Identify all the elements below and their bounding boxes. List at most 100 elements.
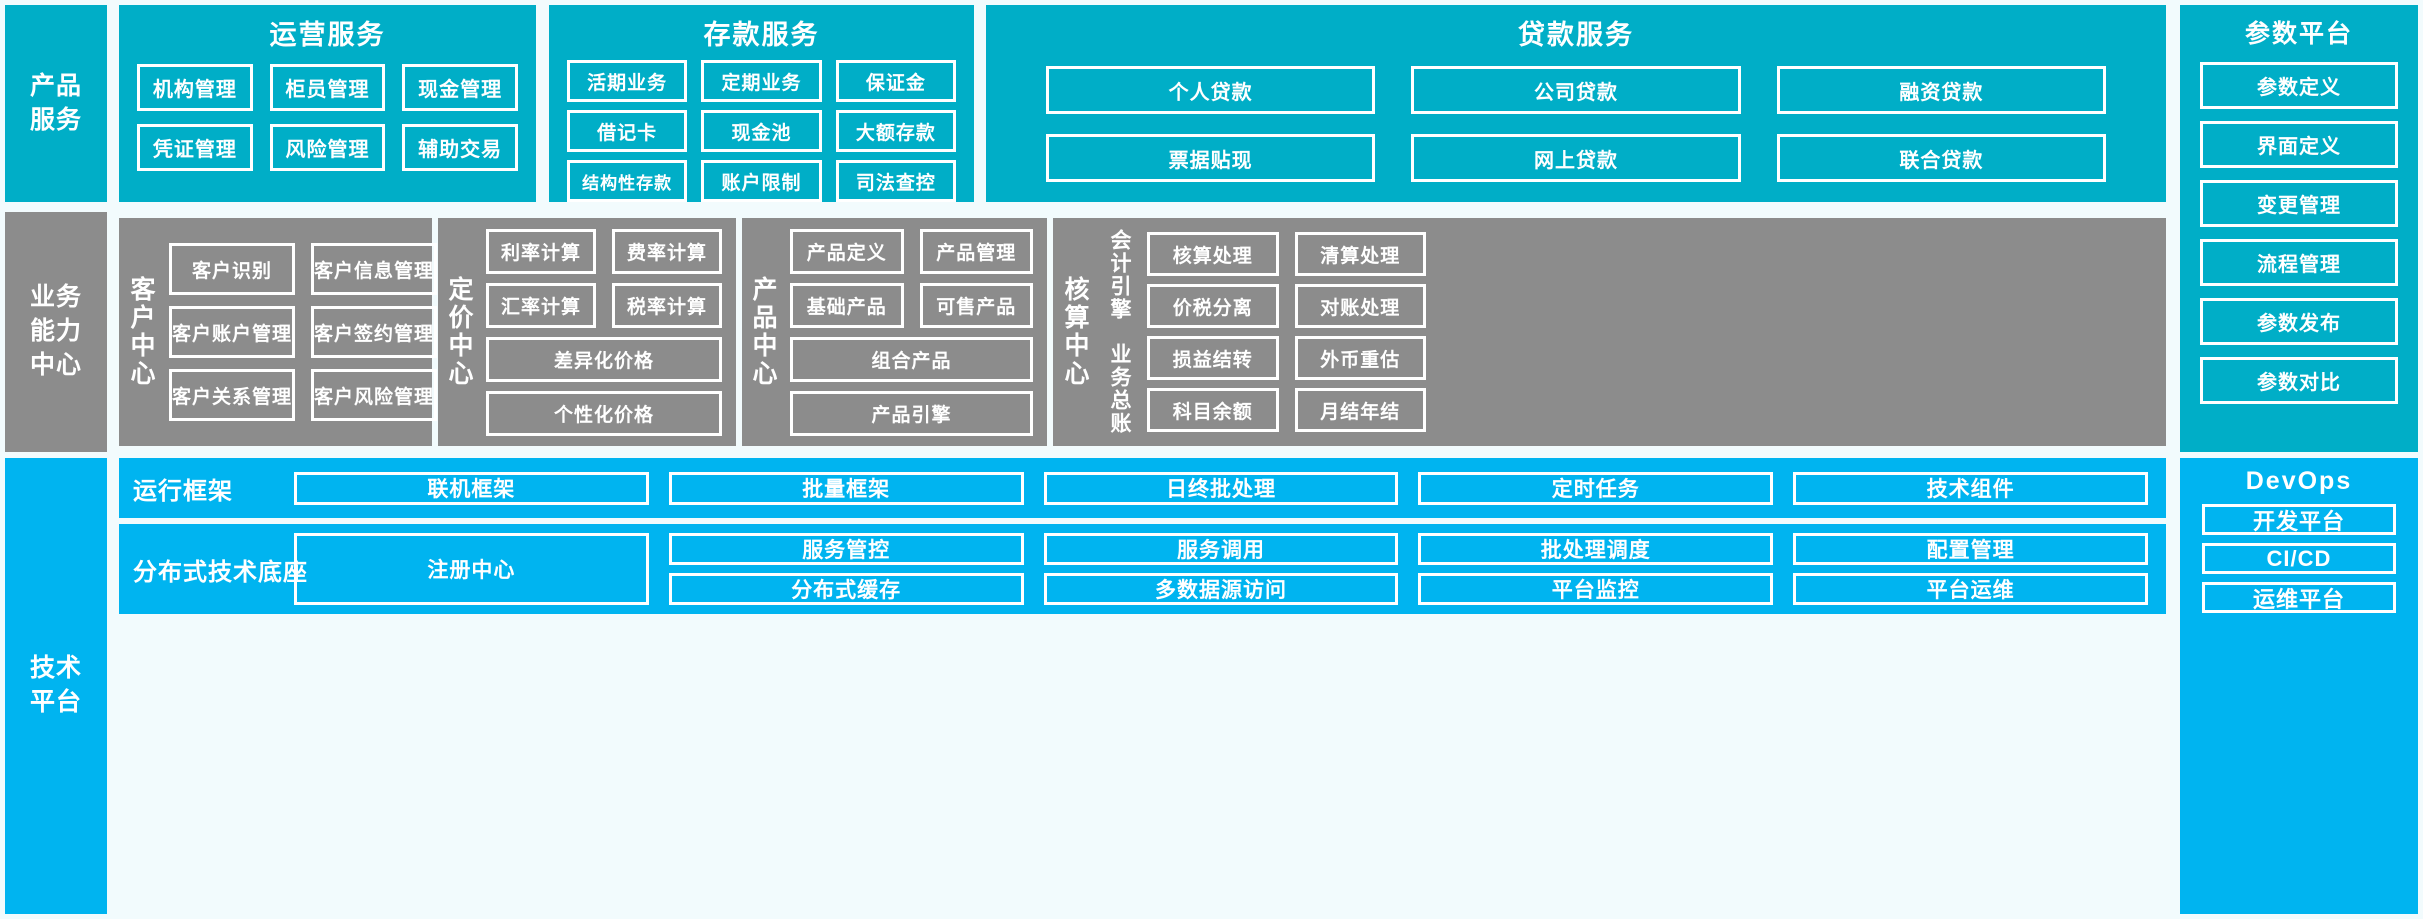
service-tile[interactable]: 司法查控 [835,160,956,202]
tech-tile[interactable]: 服务调用 [1043,533,1399,565]
layer-label-business-capability: 业务 能力 中心 [5,212,107,452]
capability-tile[interactable]: 基础产品 [790,282,904,328]
layer-label-technical-platform: 技术 平台 [5,458,107,914]
tech-tile[interactable]: 日终批处理 [1043,471,1399,505]
tech-row-runtime-framework: 运行框架 联机框架 批量框架 日终批处理 定时任务 技术组件 [119,458,2166,518]
service-tile[interactable]: 凭证管理 [137,124,253,171]
capability-tile[interactable]: 核算处理 [1147,232,1279,276]
tech-tile[interactable]: 平台运维 [1793,573,2148,605]
capability-tile[interactable]: 客户识别 [169,243,296,295]
service-tile[interactable]: 保证金 [835,60,956,102]
tech-row-distributed-base: 分布式技术底座 注册中心 服务管控 分布式缓存 服务调用 多数据源访问 批处理调… [119,524,2166,614]
capability-tile[interactable]: 可售产品 [919,282,1033,328]
service-group-loan: 贷款服务 个人贷款 公司贷款 融资贷款 票据贴现 网上贷款 联合贷款 [986,5,2166,202]
devops-tile[interactable]: 开发平台 [2202,504,2396,535]
service-tile[interactable]: 结构性存款 [567,160,688,202]
parameter-platform-panel: 参数平台 参数定义 界面定义 变更管理 流程管理 参数发布 参数对比 [2180,5,2418,452]
capability-tile[interactable]: 客户风险管理 [311,369,438,421]
layer-label-line-1: 业务 [29,283,82,312]
service-tile[interactable]: 大额存款 [835,110,956,152]
capability-tile[interactable]: 科目余额 [1147,388,1279,432]
capability-tile[interactable]: 客户关系管理 [169,369,296,421]
capability-tile[interactable]: 客户账户管理 [169,306,296,358]
service-tile[interactable]: 活期业务 [567,60,688,102]
parameter-platform-tile[interactable]: 参数对比 [2200,357,2398,404]
tech-tile[interactable]: 联机框架 [294,471,649,505]
capability-tile[interactable]: 月结年结 [1294,388,1426,432]
tech-row-label: 运行框架 [133,477,233,505]
tech-row-label: 分布式技术底座 [133,558,308,586]
service-tile[interactable]: 现金管理 [402,64,518,111]
tech-tile[interactable]: 批处理调度 [1418,533,1774,565]
layer-label-line-1: 技术 [29,654,82,683]
capability-center-customer: 客户中心 客户识别 客户信息管理 客户账户管理 客户签约管理 客户关系管理 客户… [119,218,438,446]
service-tile[interactable]: 个人贷款 [1046,66,1376,114]
capability-tile[interactable]: 差异化价格 [486,336,722,382]
tech-tile[interactable]: 批量框架 [668,471,1024,505]
devops-tile[interactable]: 运维平台 [2202,582,2396,613]
service-tile[interactable]: 借记卡 [567,110,688,152]
capability-tile[interactable]: 价税分离 [1147,284,1279,328]
capability-tile[interactable]: 对账处理 [1294,284,1426,328]
capability-tile[interactable]: 清算处理 [1294,232,1426,276]
capability-tile[interactable]: 税率计算 [612,282,722,328]
service-tile[interactable]: 账户限制 [701,160,822,202]
devops-title: DevOps [2245,467,2353,495]
capability-center-name: 定价中心 [445,276,473,388]
capability-center-name: 客户中心 [127,276,155,388]
service-tile[interactable]: 联合贷款 [1776,134,2106,182]
accounting-subgroup-label: 会计引擎 [1108,229,1131,321]
tech-tile[interactable]: 定时任务 [1418,471,1774,505]
tech-tile[interactable]: 分布式缓存 [668,573,1024,605]
capability-tile[interactable]: 费率计算 [612,228,722,274]
tech-tile[interactable]: 注册中心 [294,533,649,605]
capability-center-accounting: 核算中心 会计引擎 业务总账 核算处理 清算处理 价税分离 对账处理 损益结转 … [1053,218,2166,446]
capability-tile[interactable]: 汇率计算 [486,282,596,328]
service-tile[interactable]: 公司贷款 [1411,66,1741,114]
capability-tile[interactable]: 外币重估 [1294,336,1426,380]
capability-tile[interactable]: 利率计算 [486,228,596,274]
service-tile[interactable]: 定期业务 [701,60,822,102]
tech-tile[interactable]: 配置管理 [1793,533,2148,565]
parameter-platform-tile[interactable]: 变更管理 [2200,180,2398,227]
capability-tile[interactable]: 个性化价格 [486,390,722,436]
capability-tile[interactable]: 客户信息管理 [311,243,438,295]
service-tile[interactable]: 票据贴现 [1046,134,1376,182]
service-tile[interactable]: 现金池 [701,110,822,152]
service-tile[interactable]: 柜员管理 [269,64,386,111]
parameter-platform-tile[interactable]: 流程管理 [2200,239,2398,286]
accounting-subgroup-label: 业务总账 [1108,343,1131,435]
layer-label-product-service: 产品 服务 [5,5,107,202]
tech-tile[interactable]: 技术组件 [1793,471,2148,505]
capability-tile[interactable]: 产品管理 [919,228,1033,274]
layer-label-line-2: 平台 [29,688,82,716]
tech-tile[interactable]: 服务管控 [668,533,1024,565]
layer-label-line-3: 中心 [29,350,82,379]
capability-tile[interactable]: 组合产品 [790,336,1033,382]
service-tile[interactable]: 融资贷款 [1776,66,2106,114]
layer-label-line-2: 服务 [29,105,82,134]
parameter-platform-tile[interactable]: 参数发布 [2200,298,2398,345]
service-group-title: 运营服务 [269,20,386,50]
devops-panel: DevOps 开发平台 CI/CD 运维平台 [2180,458,2418,914]
service-tile[interactable]: 辅助交易 [402,124,518,171]
tech-tile[interactable]: 平台监控 [1418,573,1774,605]
capability-tile[interactable]: 客户签约管理 [311,306,438,358]
capability-tile[interactable]: 损益结转 [1147,336,1279,380]
tech-tile[interactable]: 多数据源访问 [1043,573,1399,605]
service-group-title: 存款服务 [703,20,820,50]
devops-tile[interactable]: CI/CD [2202,543,2396,574]
layer-label-line-1: 产品 [29,71,82,100]
capability-center-name: 核算中心 [1061,276,1089,388]
parameter-platform-title: 参数平台 [2244,20,2353,48]
capability-tile[interactable]: 产品定义 [790,228,904,274]
service-group-deposit: 存款服务 活期业务 定期业务 保证金 借记卡 现金池 大额存款 结构性存款 账户… [549,5,974,202]
capability-center-pricing: 定价中心 利率计算 费率计算 汇率计算 税率计算 差异化价格 个性化价格 [438,218,736,446]
service-tile[interactable]: 网上贷款 [1411,134,1741,182]
service-tile[interactable]: 风险管理 [269,124,386,171]
parameter-platform-tile[interactable]: 参数定义 [2200,62,2398,109]
capability-tile[interactable]: 产品引擎 [790,390,1033,436]
parameter-platform-tile[interactable]: 界面定义 [2200,121,2398,168]
service-tile[interactable]: 机构管理 [137,64,253,111]
